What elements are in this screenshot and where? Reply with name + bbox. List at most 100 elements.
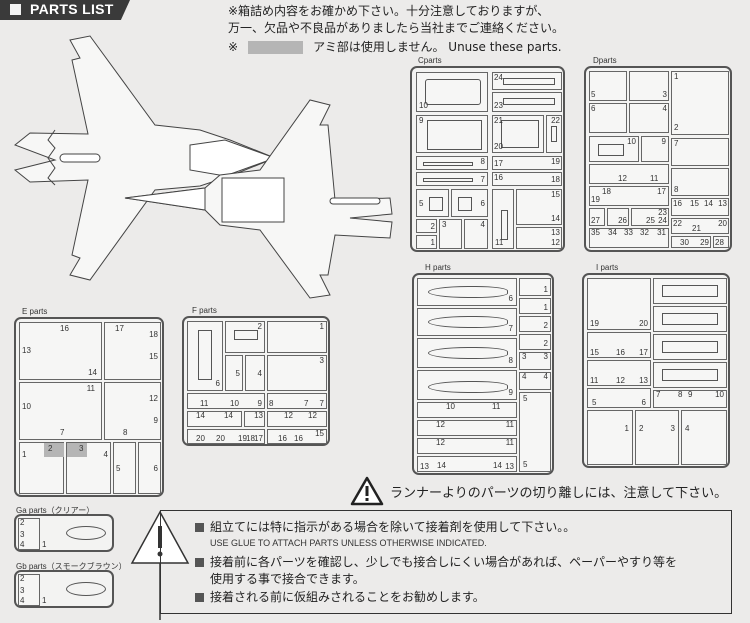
h-part-8: 8	[417, 338, 517, 368]
c-part-6: 6	[451, 189, 488, 217]
caution-item-1-en: USE GLUE TO ATTACH PARTS UNLESS OTHERWIS…	[210, 538, 487, 548]
d-part-8: 8	[671, 168, 729, 196]
c-part-4: 4	[464, 219, 488, 249]
i-part-nozzle-1	[653, 278, 727, 304]
caution-box	[160, 510, 732, 614]
caution-item-3: 接着される前に仮組みされることをお勧めします。	[195, 588, 485, 605]
f-part-6: 6	[187, 321, 223, 391]
unuse-en: Unuse these parts.	[448, 40, 562, 54]
c-part-23: 23	[492, 92, 562, 112]
c-part-7: 7	[416, 172, 488, 186]
ga-part-1-num: 1	[42, 540, 47, 549]
e-part-5: 5	[113, 442, 136, 494]
h-part-1a: 1	[519, 278, 551, 296]
h-part-2a: 2	[519, 316, 551, 332]
c-parts-label: Cparts	[418, 56, 442, 65]
c-part-2: 2	[416, 219, 437, 233]
i-part-nozzle-3	[653, 334, 727, 360]
gb-parts-label: Gb parts（スモークブラウン）	[16, 562, 127, 571]
d-part-5: 5	[589, 71, 627, 101]
note-line-2: 万一、欠品や不良品がありましたら当社までご連絡ください。	[228, 21, 565, 35]
f-part-2: 2	[225, 321, 265, 353]
h-part-2b: 2	[519, 334, 551, 350]
c-part-8: 8	[416, 156, 488, 170]
d-part-10: 10	[589, 136, 639, 162]
c-part-9: 9	[416, 115, 488, 153]
h-part-6: 6	[417, 278, 517, 306]
h-part-9: 9	[417, 370, 517, 400]
bullet-icon	[195, 523, 204, 532]
unuse-jp: アミ部は使用しません。	[313, 40, 445, 54]
c-part-24: 24	[492, 72, 562, 90]
h-part-1b: 1	[519, 298, 551, 314]
aircraft-top-view	[13, 35, 277, 281]
warning-icon	[350, 476, 384, 506]
i-part-nozzle-4	[653, 362, 727, 388]
parts-list-header	[0, 0, 130, 20]
note-line-1: ※箱詰め内容をお確かめ下さい。十分注意しておりますが、	[228, 4, 550, 18]
ga-parts-label: Ga parts（クリアー）	[16, 506, 95, 515]
gb-canopy	[66, 582, 106, 596]
f-part-4: 4	[245, 355, 265, 391]
d-part-27: 27	[589, 208, 605, 226]
header-square-icon	[10, 4, 21, 15]
page-title: PARTS LIST	[30, 1, 114, 17]
d-part-7: 7	[671, 138, 729, 166]
c-part-11: 11	[492, 189, 514, 249]
c-part-3: 3	[439, 219, 462, 249]
c-part-22: 22	[546, 115, 562, 153]
caution-item-2: 接着前に各パーツを確認し、少しでも接合しにくい場合があれば、ペーパーやすり等を	[195, 553, 677, 570]
caution-item-1: 組立てには特に指示がある場合を除いて接着剤を使用して下さい。。	[195, 518, 575, 535]
aircraft-top-views	[13, 35, 393, 299]
c-part-1: 1	[416, 235, 437, 249]
f-part-5: 5	[225, 355, 243, 391]
unuse-mark: ※	[228, 40, 239, 54]
bullet-icon	[195, 593, 204, 602]
d-part-28: 28	[713, 236, 729, 248]
i-part-4: 4	[681, 410, 727, 465]
i-part-1: 1	[587, 410, 633, 465]
d-part-6: 6	[589, 103, 627, 133]
d-parts-label: Dparts	[593, 56, 617, 65]
c-part-10: 10	[416, 72, 488, 112]
i-part-nozzle-2	[653, 306, 727, 332]
f-part-13: 13	[244, 411, 265, 427]
f-parts-label: F parts	[192, 306, 217, 315]
f-part-3: 3	[267, 355, 327, 391]
